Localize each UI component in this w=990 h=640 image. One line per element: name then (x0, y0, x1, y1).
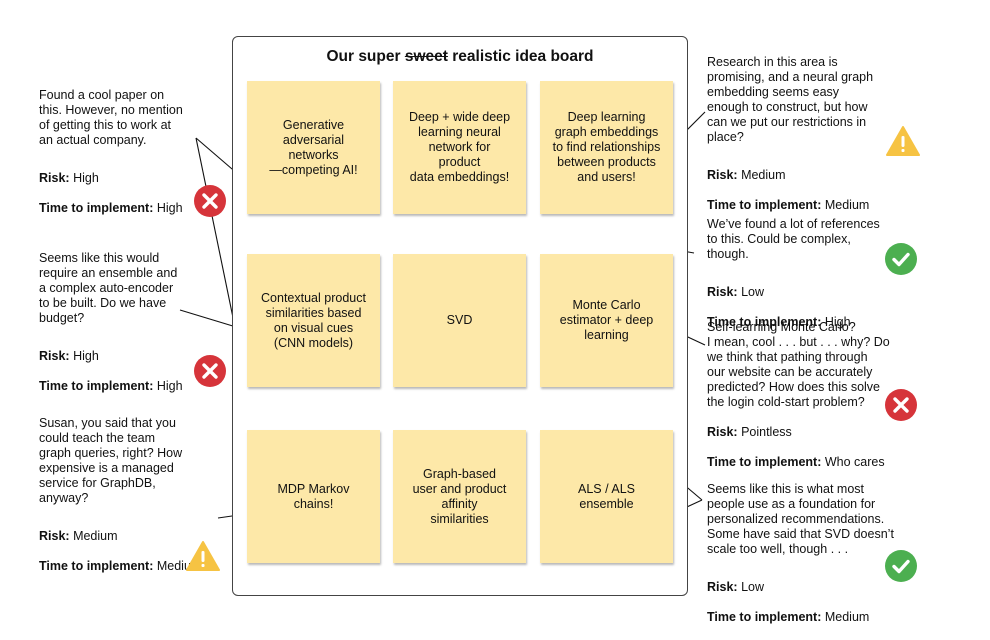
comment-text: Self-learning Monte Carlo? I mean, cool … (707, 320, 890, 409)
note-monte-carlo: Monte Carlo estimator + deep learning (540, 254, 673, 387)
time-value: High (824, 315, 851, 329)
time-label: Time to implement: (39, 559, 154, 573)
comment-text: Susan, you said that you could teach the… (39, 416, 183, 505)
risk-label: Risk: (39, 171, 70, 185)
risk-value: Medium (73, 529, 118, 543)
risk-label: Risk: (707, 425, 738, 439)
comment-cnn: Seems like this would require an ensembl… (39, 236, 183, 409)
comment-text: Found a cool paper on this. However, no … (39, 88, 183, 147)
warning-icon (186, 541, 220, 571)
risk-label: Risk: (707, 285, 738, 299)
note-svd: SVD (393, 254, 526, 387)
risk-label: Risk: (707, 168, 738, 182)
time-label: Time to implement: (39, 201, 154, 215)
risk-value: Low (741, 285, 764, 299)
comment-text: Seems like this is what most people use … (707, 482, 894, 556)
risk-label: Risk: (39, 349, 70, 363)
risk-value: Low (741, 580, 764, 594)
comment-deep-wide: We’ve found a lot of references to this.… (707, 202, 880, 345)
x-icon (885, 389, 917, 421)
risk-value: High (73, 349, 99, 363)
time-value: Who cares (824, 455, 885, 469)
risk-value: Medium (741, 168, 786, 182)
time-label: Time to implement: (707, 198, 822, 212)
risk-value: Pointless (741, 425, 792, 439)
comment-mdp: Susan, you said that you could teach the… (39, 401, 201, 589)
risk-label: Risk: (39, 529, 70, 543)
check-icon (885, 550, 917, 582)
note-deep-wide: Deep + wide deep learning neural network… (393, 81, 526, 214)
comment-text: We’ve found a lot of references to this.… (707, 217, 880, 261)
x-icon (194, 185, 226, 217)
time-value: Medium (824, 610, 870, 624)
comment-text: Seems like this would require an ensembl… (39, 251, 178, 325)
note-cnn: Contextual product similarities based on… (247, 254, 380, 387)
check-icon (885, 243, 917, 275)
board-title: Our super sweet realistic idea board (232, 48, 688, 66)
title-part: Our super (326, 48, 405, 65)
comment-monte-carlo: Self-learning Monte Carlo? I mean, cool … (707, 305, 890, 485)
time-label: Time to implement: (707, 315, 822, 329)
risk-value: High (73, 171, 99, 185)
title-part: realistic idea board (447, 48, 594, 65)
note-graph-embeddings: Deep learning graph embeddings to find r… (540, 81, 673, 214)
time-label: Time to implement: (707, 610, 822, 624)
time-label: Time to implement: (707, 455, 822, 469)
time-label: Time to implement: (39, 379, 154, 393)
warning-icon (886, 126, 920, 156)
comment-graph-embeddings: Research in this area is promising, and … (707, 40, 873, 228)
note-graph-affinity: Graph-based user and product affinity si… (393, 430, 526, 563)
note-mdp: MDP Markov chains! (247, 430, 380, 563)
note-als: ALS / ALS ensemble (540, 430, 673, 563)
x-icon (194, 355, 226, 387)
title-struck-word: sweet (404, 48, 448, 65)
comment-text: Research in this area is promising, and … (707, 55, 874, 144)
time-value: High (156, 379, 183, 393)
note-gan: Generative adversarial networks —competi… (247, 81, 380, 214)
time-value: Medium (824, 198, 870, 212)
risk-label: Risk: (707, 580, 738, 594)
comment-gan: Found a cool paper on this. However, no … (39, 73, 183, 231)
comment-als: Seems like this is what most people use … (707, 467, 894, 640)
time-value: High (156, 201, 183, 215)
